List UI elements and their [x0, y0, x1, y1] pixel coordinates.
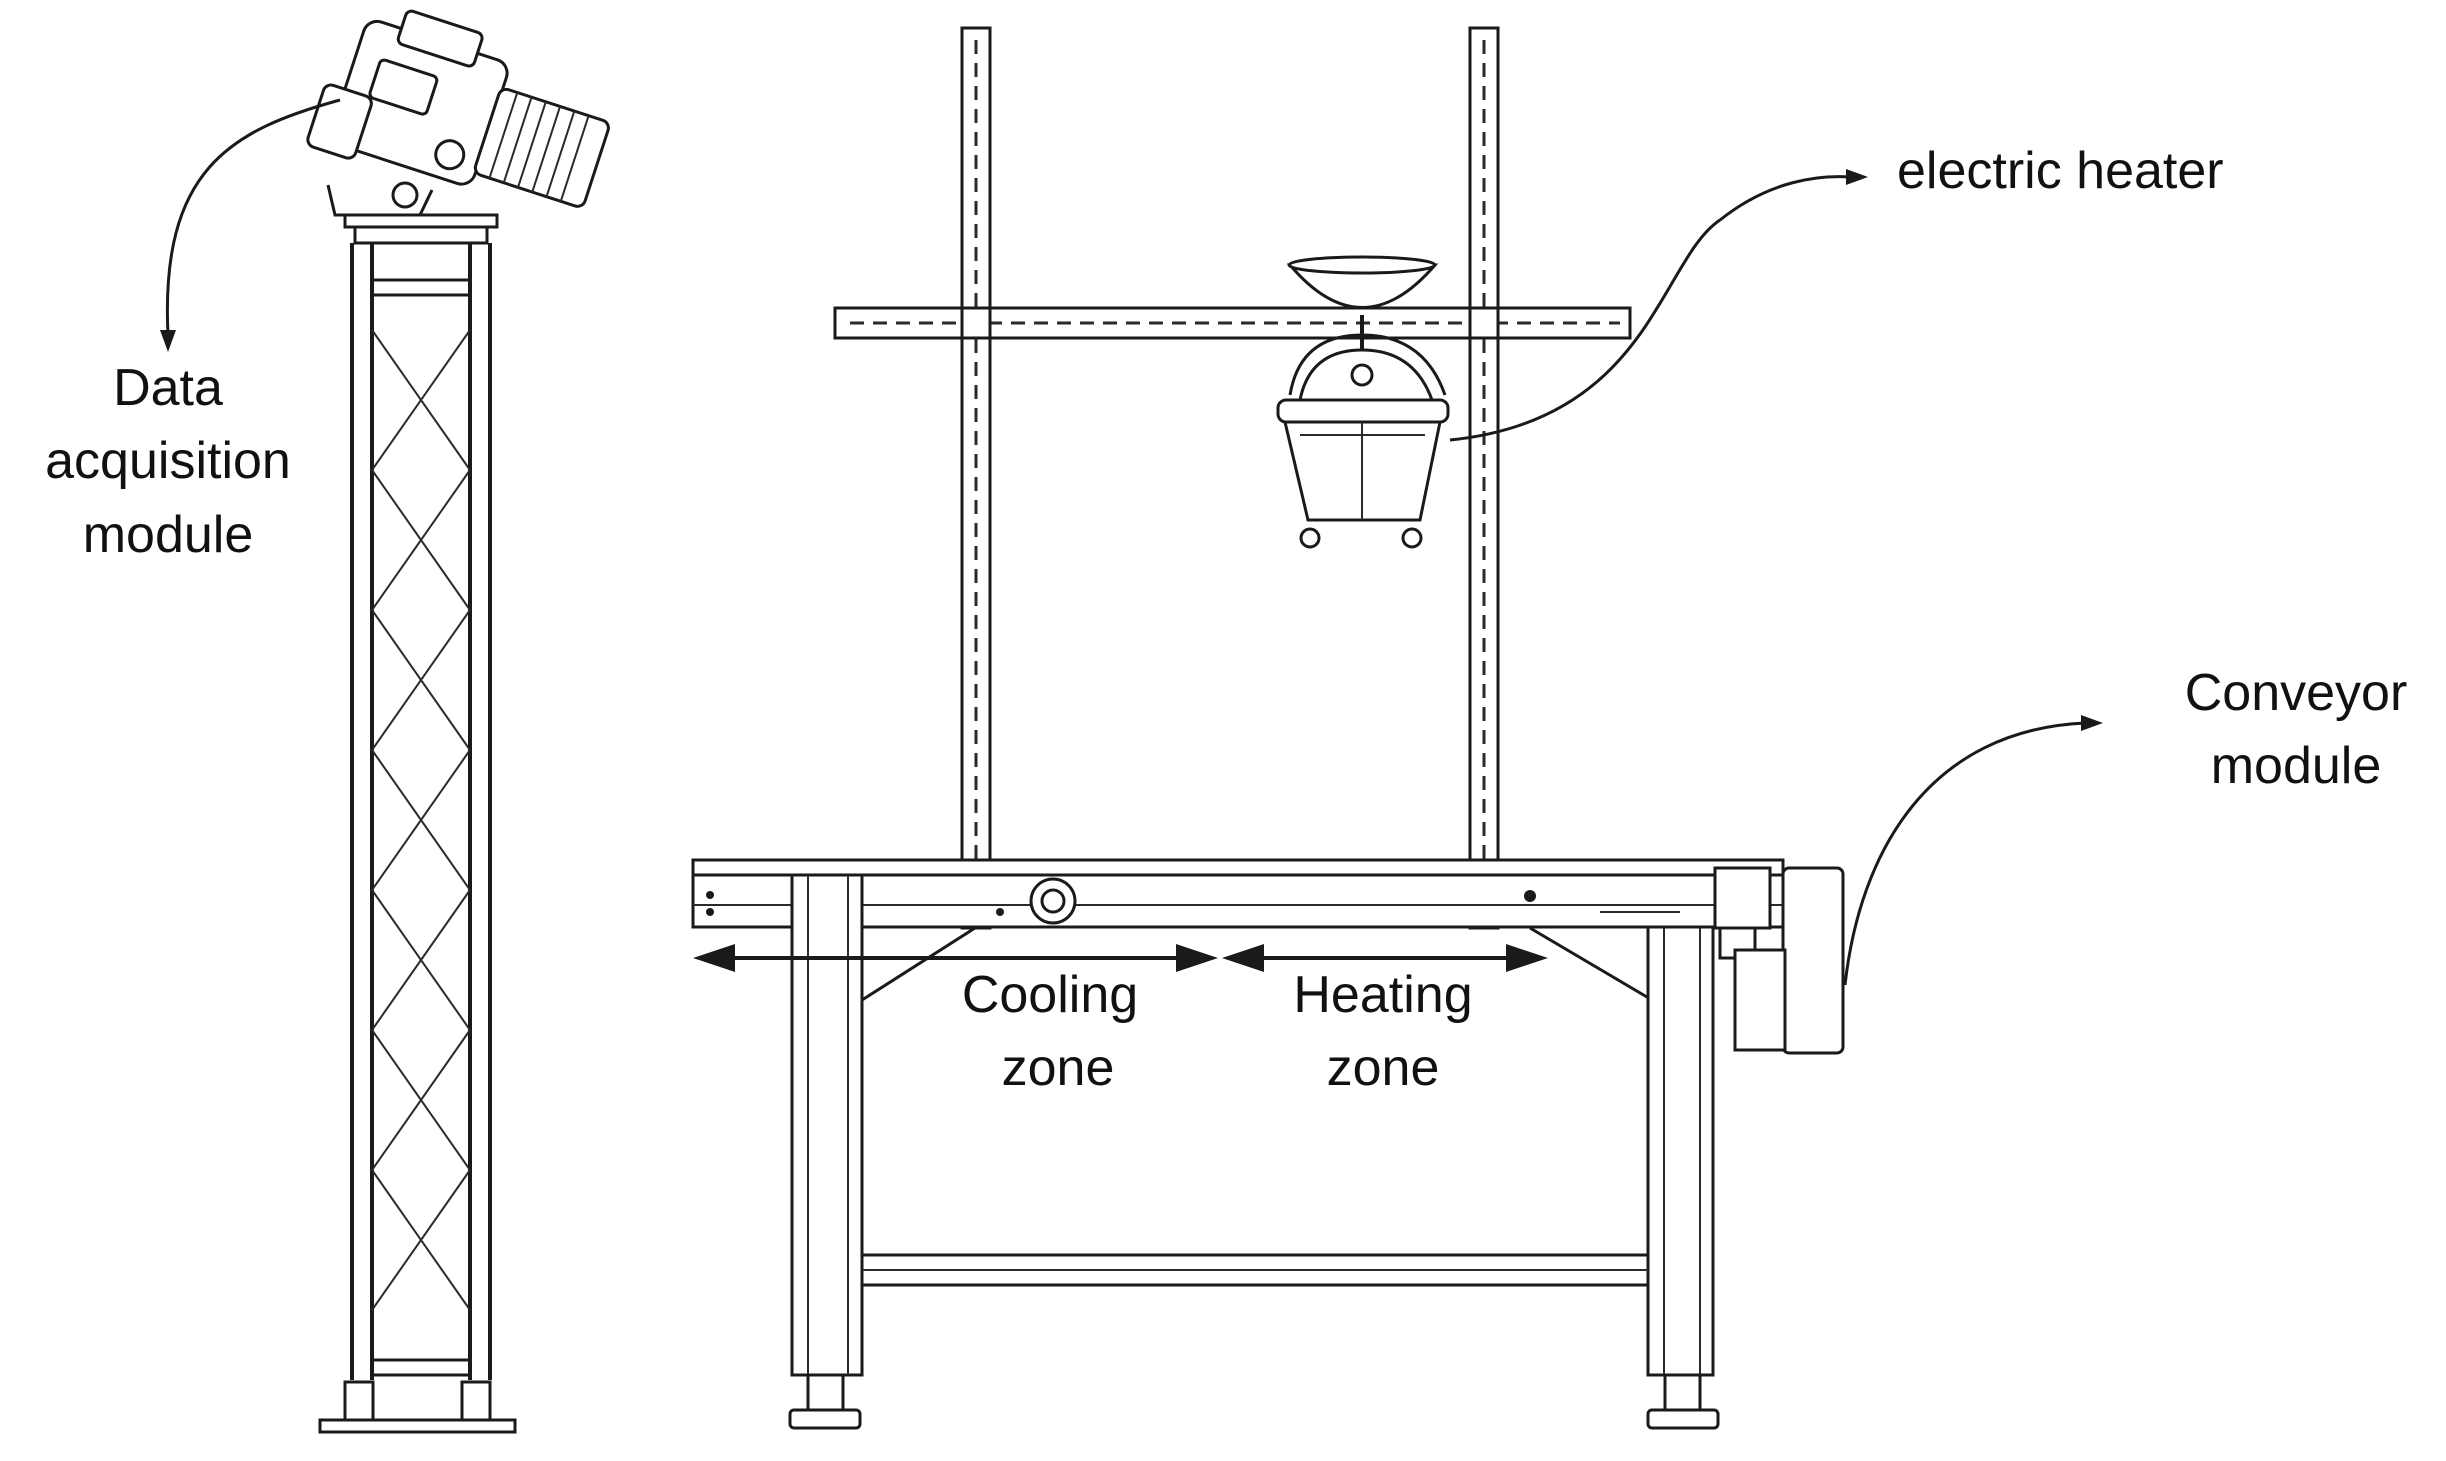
- heating-zone-arrow: [1222, 944, 1548, 972]
- electric-heater: [1276, 255, 1450, 549]
- label-cooling-zone-line1: Cooling: [962, 966, 1138, 1024]
- label-conveyor-line1: Conveyor: [2185, 664, 2408, 722]
- callout-arrow-conveyor: [1843, 715, 2103, 986]
- truss-tower: [318, 213, 517, 1434]
- frame-upright-left: [960, 26, 992, 930]
- label-conveyor-line2: module: [2211, 737, 2382, 795]
- conveyor: [691, 858, 1845, 1430]
- cooling-zone-arrow: [693, 944, 1218, 972]
- label-cooling-zone-line2: zone: [1002, 1039, 1115, 1097]
- label-electric-heater: electric heater: [1897, 142, 2224, 200]
- label-data-acquisition-line3: module: [83, 506, 254, 564]
- frame-upright-right: [1468, 26, 1500, 930]
- callout-arrow-electric-heater: [1449, 169, 1868, 442]
- callout-arrow-data-acquisition: [160, 98, 341, 352]
- label-heating-zone-line2: zone: [1327, 1039, 1440, 1097]
- label-heating-zone-line1: Heating: [1293, 966, 1472, 1024]
- frame-crossbar: [833, 306, 1632, 340]
- label-data-acquisition-line2: acquisition: [45, 432, 291, 490]
- camera-icon: [306, 9, 610, 217]
- label-data-acquisition-line1: Data: [113, 359, 223, 417]
